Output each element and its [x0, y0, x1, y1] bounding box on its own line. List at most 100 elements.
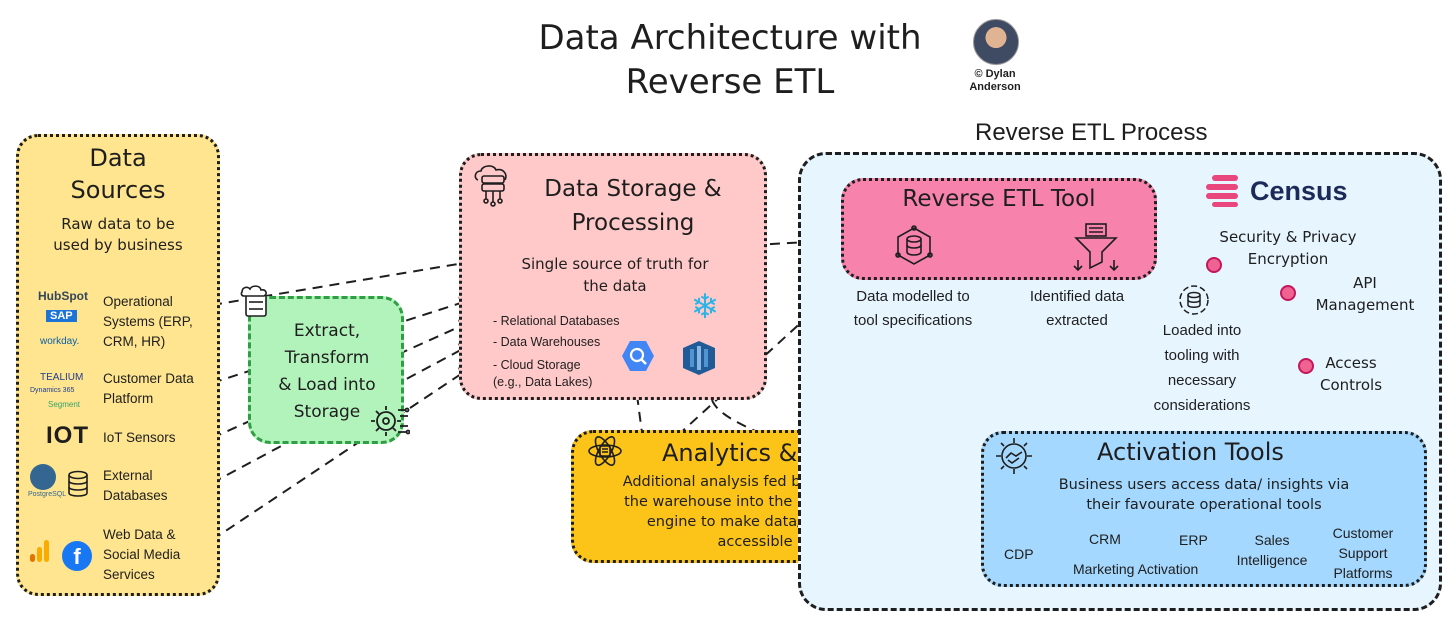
extracted-line: Identified data [1029, 288, 1125, 305]
census-logo-mark [1204, 174, 1242, 208]
redshift-icon [682, 340, 716, 376]
tool-sales-line: Sales [1254, 532, 1290, 548]
process-title: Reverse ETL Process [975, 119, 1208, 146]
tool-erp: ERP [1179, 532, 1208, 548]
title-line-2: Reverse ETL [625, 62, 835, 102]
source-label-line: Operational [103, 294, 173, 309]
workday-logo: workday. [40, 336, 80, 347]
access-line: Access [1325, 354, 1377, 372]
etl-line: & Load into [278, 375, 376, 395]
source-label-line: Databases [103, 488, 168, 503]
tool-support-line: Customer [1332, 525, 1394, 541]
postgresql-logo [30, 464, 56, 490]
source-label-line: Services [103, 567, 155, 582]
reverse-etl-tool-title: Reverse ETL Tool [902, 186, 1096, 212]
storage-list: - Relational Databases - Data Warehouses… [493, 311, 619, 390]
sap-logo: SAP [46, 310, 77, 322]
api-line: Management [1315, 296, 1415, 314]
etl-line: Transform [284, 348, 370, 368]
source-label-iot: IoT Sensors [103, 428, 176, 448]
storage-list-item: - Relational Databases [493, 314, 620, 328]
cloud-database-icon [472, 164, 514, 208]
storage-title-line: Data Storage & [544, 176, 722, 202]
storage-list-item: (e.g., Data Lakes) [493, 375, 593, 389]
data-sources-panel [16, 134, 220, 596]
page-title: Data Architecture with Reverse ETL [500, 16, 960, 104]
postgresql-label: PostgreSQL [28, 491, 67, 498]
data-sources-subtitle: Raw data to be used by business [16, 214, 220, 256]
source-label-cdp: Customer Data Platform [103, 369, 194, 409]
source-label-web: Web Data & Social Media Services [103, 525, 180, 585]
tool-support-line: Platforms [1333, 565, 1393, 581]
api-dot [1280, 285, 1296, 301]
security-dot [1206, 257, 1222, 273]
access-controls-label: Access Controls [1308, 352, 1394, 396]
modelled-line: tool specifications [853, 312, 973, 329]
census-logo-text: Census [1250, 176, 1348, 206]
loaded-line: Loaded into [1162, 322, 1242, 339]
db-sync-icon [1178, 284, 1210, 316]
storage-panel [459, 153, 767, 400]
security-label: Security & Privacy Encryption [1188, 226, 1388, 270]
source-label-line: Systems (ERP, [103, 314, 193, 329]
api-line: API [1353, 274, 1377, 292]
etl-text: Extract, Transform & Load into Storage [252, 318, 402, 426]
access-line: Controls [1319, 376, 1383, 394]
network-cube-icon [892, 224, 936, 268]
tool-sales-intelligence: Sales Intelligence [1232, 530, 1312, 570]
activation-desc-line: Business users access data/ insights via [1058, 477, 1350, 493]
source-label-line: Web Data & [103, 527, 176, 542]
storage-title-line: Processing [571, 210, 695, 236]
source-label-operational: Operational Systems (ERP, CRM, HR) [103, 292, 193, 352]
facebook-icon: f [62, 541, 92, 571]
segment-logo: Segment [48, 400, 81, 409]
author-credit: © Dylan Anderson [950, 68, 1040, 94]
api-management-label: API Management [1300, 272, 1430, 316]
storage-subtitle: Single source of truth for the data [470, 253, 760, 297]
tool-crm: CRM [1089, 531, 1121, 547]
source-label-line: CRM, HR) [103, 334, 166, 349]
extracted-label: Identified data extracted [1004, 285, 1150, 333]
source-label-line: External [103, 468, 153, 483]
analytics-desc-line: accessible [717, 534, 793, 550]
sources-subtitle-line-1: Raw data to be [61, 215, 175, 233]
sources-title-line-1: Data [89, 144, 147, 172]
gear-handshake-icon [994, 436, 1034, 476]
etl-line: Storage [293, 402, 361, 422]
cloud-server-icon [240, 284, 274, 322]
iot-logo: IOT [46, 422, 89, 449]
etl-line: Extract, [293, 321, 361, 341]
dynamics-logo: Dynamics 365 [30, 387, 75, 394]
google-analytics-icon [28, 538, 52, 564]
security-line: Security & Privacy [1219, 228, 1357, 246]
activation-description: Business users access data/ insights via… [985, 475, 1423, 515]
title-line-1: Data Architecture with [538, 18, 922, 58]
tool-customer-support: Customer Support Platforms [1326, 523, 1400, 583]
loaded-line: tooling with [1164, 347, 1240, 364]
sources-title-line-2: Sources [70, 176, 166, 204]
security-line: Encryption [1247, 250, 1329, 268]
storage-list-item: - Cloud Storage [493, 358, 581, 372]
atom-icon [586, 432, 624, 470]
loaded-line: necessary [1167, 372, 1237, 389]
author-line-1: © Dylan [974, 68, 1016, 80]
access-dot [1298, 358, 1314, 374]
tool-support-line: Support [1338, 545, 1388, 561]
tool-cdp: CDP [1004, 546, 1034, 562]
activation-tools-title: Activation Tools [1097, 438, 1284, 466]
storage-subtitle-line: the data [583, 277, 647, 295]
storage-title: Data Storage & Processing [516, 172, 750, 240]
modelled-line: Data modelled to [856, 288, 970, 305]
source-label-line: Social Media [103, 547, 181, 562]
filter-funnel-icon [1072, 222, 1120, 274]
tool-sales-line: Intelligence [1236, 552, 1308, 568]
storage-subtitle-line: Single source of truth for [521, 255, 709, 273]
gear-circuit-icon [368, 400, 411, 442]
modelled-label: Data modelled to tool specifications [828, 285, 998, 333]
tealium-logo: TEALIUM [40, 372, 84, 383]
data-sources-title: Data Sources [16, 142, 220, 206]
author-avatar [973, 19, 1019, 65]
source-label-databases: External Databases [103, 466, 168, 506]
extracted-line: extracted [1046, 312, 1108, 329]
tool-marketing-activation: Marketing Activation [1073, 561, 1199, 577]
